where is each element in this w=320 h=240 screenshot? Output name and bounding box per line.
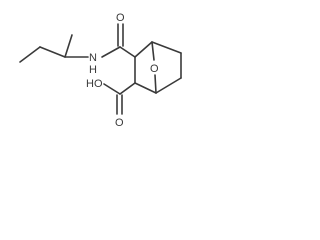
amide-nitrogen-label: N bbox=[89, 52, 97, 64]
bond-c3-acid-c bbox=[119, 82, 136, 95]
bond-c1-c6 bbox=[151, 41, 182, 54]
carbonyl-oxygen-label: O bbox=[116, 12, 125, 24]
bond-c5-c4 bbox=[155, 77, 182, 94]
structure-canvas: O N H O HO O bbox=[0, 0, 212, 141]
bond-c4-c3 bbox=[134, 82, 157, 94]
bond-c2-c1 bbox=[134, 41, 153, 58]
acid-hydroxyl-label: HO bbox=[86, 78, 103, 90]
bond-c1-bridge-o bbox=[151, 41, 155, 61]
molecule-diagram: O N H O HO O bbox=[19, 12, 182, 129]
bond-acid-c-oh bbox=[103, 83, 121, 95]
bond-carbonyl-c2 bbox=[119, 46, 136, 58]
bond-ethyl-ch2 bbox=[39, 46, 66, 58]
amide-hydrogen-label: H bbox=[89, 64, 97, 76]
bond-bridge-o-c4 bbox=[154, 74, 157, 94]
bond-methyl bbox=[64, 34, 73, 58]
bond-n-carbonyl bbox=[101, 46, 121, 58]
acid-oxygen-label: O bbox=[115, 117, 124, 129]
bond-ethyl-terminal bbox=[19, 46, 41, 63]
bridge-oxygen-label: O bbox=[150, 63, 159, 75]
